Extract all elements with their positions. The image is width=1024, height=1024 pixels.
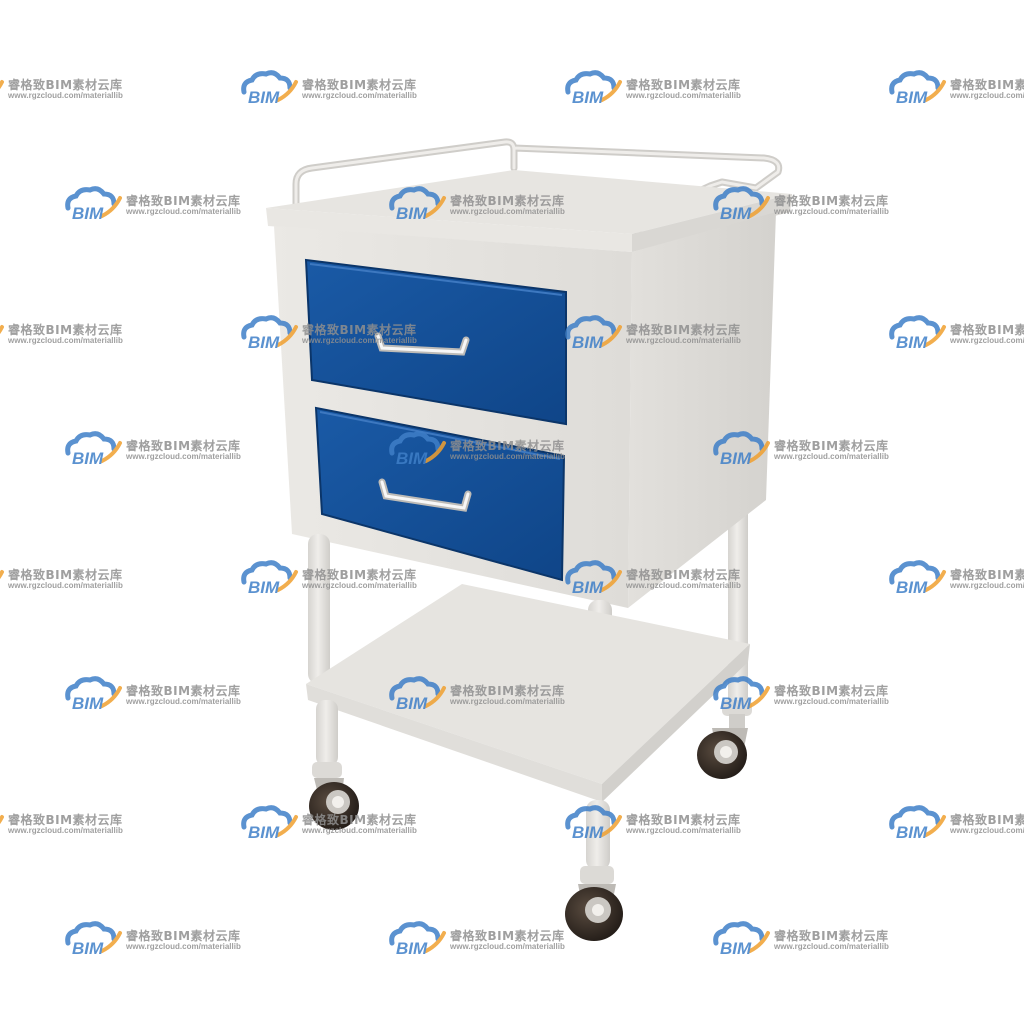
back-right-leg xyxy=(722,500,752,728)
bottom-shelf xyxy=(306,584,750,802)
drawer-bottom[interactable] xyxy=(314,406,566,582)
drawer-top[interactable] xyxy=(304,258,567,426)
back-right-caster xyxy=(697,728,748,779)
front-left-leg-lower xyxy=(312,700,342,778)
front-left-caster xyxy=(309,778,359,830)
front-right-caster xyxy=(565,884,623,941)
front-left-leg xyxy=(308,534,330,684)
drawer-bottom-handle[interactable] xyxy=(378,478,472,512)
drawer-top-handle[interactable] xyxy=(374,332,470,356)
cabinet-side xyxy=(628,212,776,608)
front-right-leg-lower xyxy=(580,800,614,884)
top-edge-front xyxy=(266,208,632,252)
top-surface xyxy=(266,170,792,234)
